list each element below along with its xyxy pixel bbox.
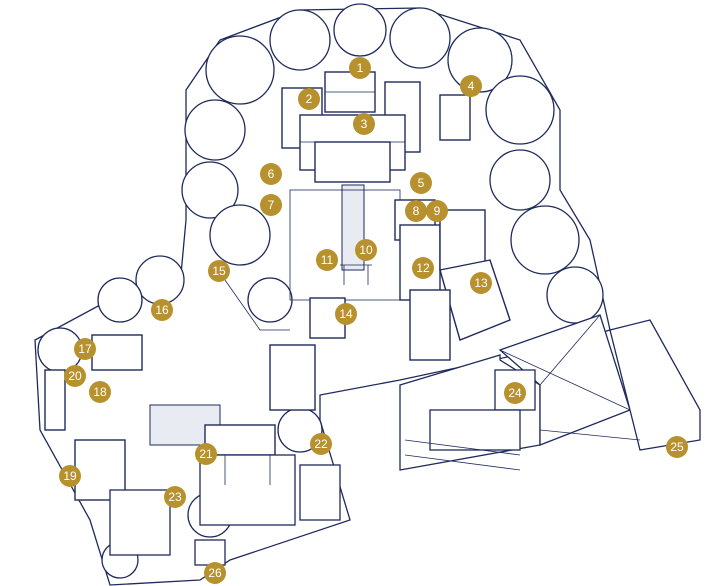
marker-badge bbox=[208, 260, 230, 282]
location-marker-12[interactable]: 12 bbox=[412, 257, 434, 279]
marker-badge bbox=[355, 239, 377, 261]
marker-number: 26 bbox=[208, 566, 222, 580]
location-marker-13[interactable]: 13 bbox=[470, 272, 492, 294]
location-marker-3[interactable]: 3 bbox=[353, 113, 375, 135]
marker-badge bbox=[666, 436, 688, 458]
marker-badge bbox=[89, 381, 111, 403]
marker-badge bbox=[310, 433, 332, 455]
marker-number: 10 bbox=[359, 243, 373, 257]
marker-badge bbox=[470, 272, 492, 294]
location-marker-7[interactable]: 7 bbox=[260, 194, 282, 216]
marker-number: 9 bbox=[434, 204, 441, 218]
location-marker-11[interactable]: 11 bbox=[316, 249, 338, 271]
marker-badge bbox=[349, 57, 371, 79]
location-marker-5[interactable]: 5 bbox=[410, 172, 432, 194]
main-shrine-buildings bbox=[281, 71, 471, 183]
marker-badge bbox=[405, 200, 427, 222]
marker-number: 14 bbox=[339, 307, 353, 321]
marker-number: 2 bbox=[306, 92, 313, 106]
forest-canopy bbox=[37, 3, 604, 579]
marker-badge bbox=[195, 443, 217, 465]
marker-number: 25 bbox=[670, 440, 684, 454]
location-marker-15[interactable]: 15 bbox=[208, 260, 230, 282]
location-marker-14[interactable]: 14 bbox=[335, 303, 357, 325]
location-marker-2[interactable]: 2 bbox=[298, 88, 320, 110]
location-marker-20[interactable]: 20 bbox=[64, 365, 86, 387]
marker-badge bbox=[260, 194, 282, 216]
location-marker-24[interactable]: 24 bbox=[504, 382, 526, 404]
marker-number: 8 bbox=[413, 204, 420, 218]
marker-number: 15 bbox=[212, 264, 226, 278]
marker-number: 5 bbox=[418, 176, 425, 190]
marker-number: 16 bbox=[155, 303, 169, 317]
marker-number: 12 bbox=[416, 261, 430, 275]
location-marker-19[interactable]: 19 bbox=[59, 465, 81, 487]
marker-badge bbox=[412, 257, 434, 279]
marker-number: 7 bbox=[268, 198, 275, 212]
marker-badge bbox=[64, 365, 86, 387]
marker-number: 1 bbox=[357, 61, 364, 75]
marker-number: 19 bbox=[63, 469, 77, 483]
marker-number: 23 bbox=[168, 490, 182, 504]
location-marker-23[interactable]: 23 bbox=[164, 486, 186, 508]
south-gate-area bbox=[109, 344, 341, 566]
marker-badge bbox=[504, 382, 526, 404]
location-marker-25[interactable]: 25 bbox=[666, 436, 688, 458]
marker-badge bbox=[316, 249, 338, 271]
location-marker-17[interactable]: 17 bbox=[74, 338, 96, 360]
marker-badge bbox=[74, 338, 96, 360]
modern-halls bbox=[399, 314, 701, 471]
location-marker-18[interactable]: 18 bbox=[89, 381, 111, 403]
marker-number: 6 bbox=[268, 167, 275, 181]
location-marker-1[interactable]: 1 bbox=[349, 57, 371, 79]
marker-badge bbox=[260, 163, 282, 185]
marker-badge bbox=[59, 465, 81, 487]
location-marker-6[interactable]: 6 bbox=[260, 163, 282, 185]
location-marker-4[interactable]: 4 bbox=[460, 75, 482, 97]
location-marker-21[interactable]: 21 bbox=[195, 443, 217, 465]
location-marker-26[interactable]: 26 bbox=[204, 562, 226, 584]
marker-number: 24 bbox=[508, 386, 522, 400]
east-halls bbox=[394, 199, 511, 361]
marker-number: 13 bbox=[474, 276, 488, 290]
marker-number: 22 bbox=[314, 437, 328, 451]
marker-number: 4 bbox=[468, 79, 475, 93]
marker-number: 21 bbox=[199, 447, 213, 461]
marker-badge bbox=[298, 88, 320, 110]
marker-number: 11 bbox=[321, 253, 334, 267]
location-marker-16[interactable]: 16 bbox=[151, 299, 173, 321]
marker-badge bbox=[460, 75, 482, 97]
location-marker-22[interactable]: 22 bbox=[310, 433, 332, 455]
marker-number: 17 bbox=[78, 342, 92, 356]
marker-badge bbox=[151, 299, 173, 321]
location-marker-8[interactable]: 8 bbox=[405, 200, 427, 222]
marker-badge bbox=[353, 113, 375, 135]
marker-badge bbox=[410, 172, 432, 194]
location-marker-9[interactable]: 9 bbox=[426, 200, 448, 222]
marker-number: 20 bbox=[68, 369, 82, 383]
location-marker-10[interactable]: 10 bbox=[355, 239, 377, 261]
marker-badge bbox=[426, 200, 448, 222]
marker-number: 18 bbox=[93, 385, 107, 399]
marker-badge bbox=[164, 486, 186, 508]
marker-badge bbox=[335, 303, 357, 325]
marker-number: 3 bbox=[361, 117, 368, 131]
marker-badge bbox=[204, 562, 226, 584]
